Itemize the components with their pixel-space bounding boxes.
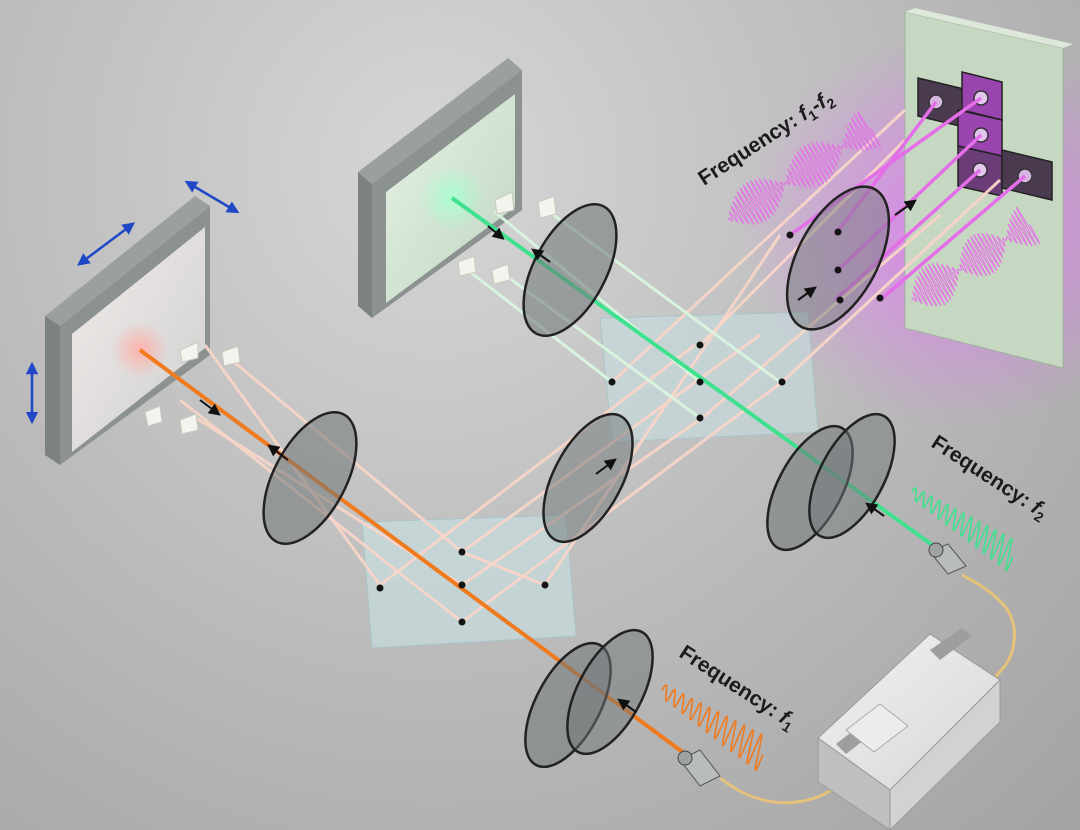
waveform-beat-upper: [727, 110, 882, 227]
double-arrow-icons: [25, 180, 240, 425]
collimator-f1: [677, 749, 721, 787]
detector-array: [904, 8, 1073, 369]
beam-intersection-dots: [376, 228, 884, 626]
collimator-f2: [928, 542, 967, 575]
laser-source: [817, 628, 1001, 830]
lens-left: [262, 410, 358, 546]
waveform-f2: [911, 486, 1014, 572]
waveform-beat-lower: [911, 206, 1041, 307]
fiber-f2: [961, 573, 1016, 689]
lens-pair-f1: [524, 628, 654, 769]
direction-arrow-icons: [199, 199, 917, 713]
label-frequency-f2: Frequency: f2: [926, 431, 1053, 526]
label-frequency-f1: Frequency: f1: [674, 641, 801, 736]
waveform-f1: [661, 684, 764, 772]
lens-middle: [542, 412, 634, 544]
lens-pair-f2: [766, 412, 896, 552]
retroreflector-prisms: [144, 191, 557, 435]
